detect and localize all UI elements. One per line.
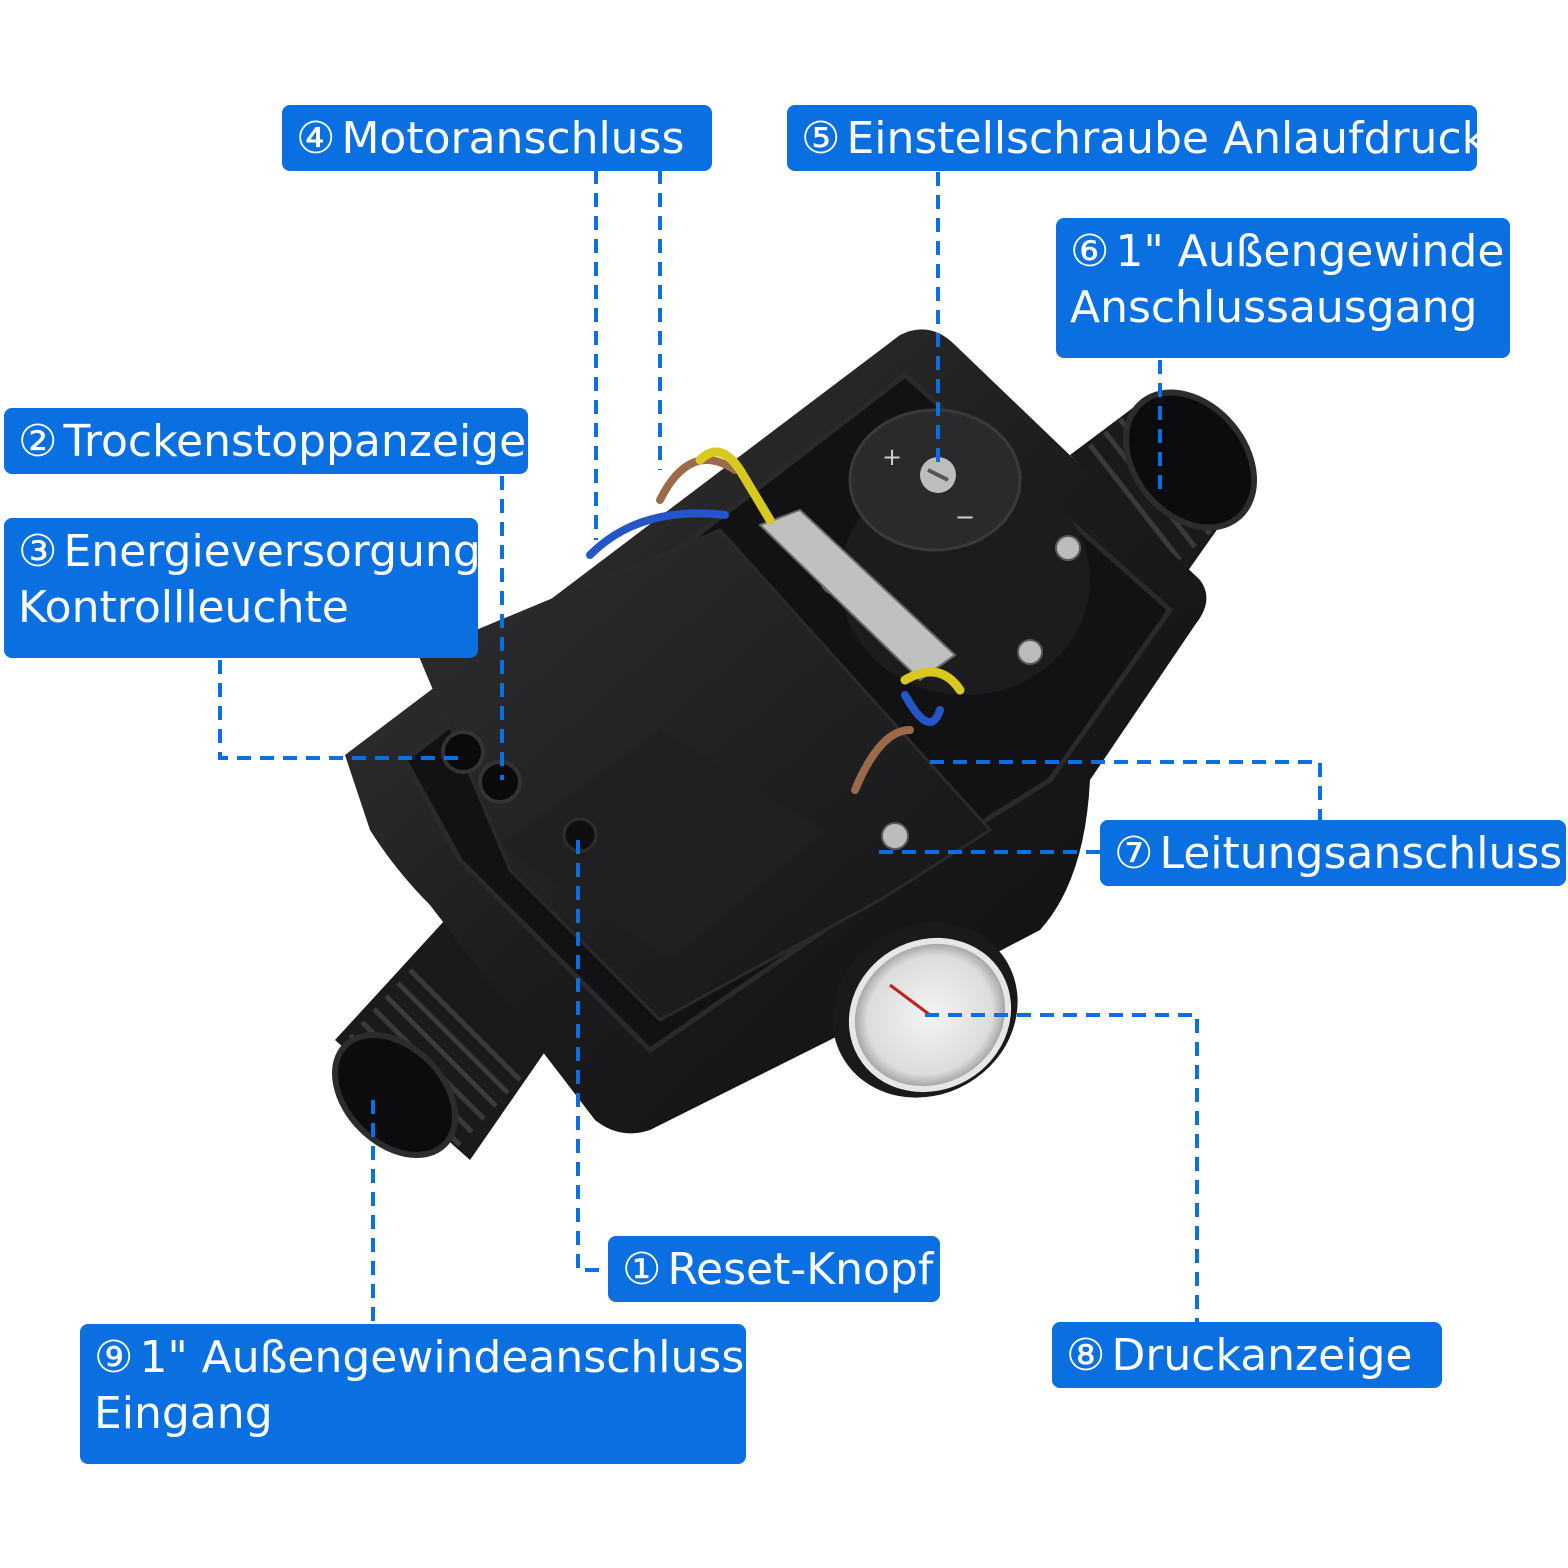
callout-number: ⑨ <box>94 1332 134 1383</box>
svg-text:−: − <box>955 503 975 531</box>
callout-text: Reset-Knopf <box>667 1244 934 1295</box>
callout-text-line2: Eingang <box>94 1388 273 1439</box>
callout-number: ③ <box>18 526 58 577</box>
callout-text: Leitungsanschluss <box>1159 828 1563 879</box>
callout-text: Einstellschraube Anlaufdruck <box>846 113 1477 164</box>
callout-number: ④ <box>296 113 336 164</box>
indicator-lights <box>441 730 522 804</box>
callout-text-line1: Energieversorgung <box>63 526 478 577</box>
callout-text: Druckanzeige <box>1111 1330 1413 1381</box>
callout-text-line1: 1" Außengewindeanschluss <box>139 1332 745 1383</box>
callout-text-line1: 1" Außengewinde <box>1115 226 1505 277</box>
callout-number: ⑥ <box>1070 226 1110 277</box>
callout-number: ① <box>622 1244 662 1295</box>
callout-text-line2: Anschlussausgang <box>1070 282 1478 333</box>
connector-plate <box>758 508 957 682</box>
callout-text: Motoranschluss <box>341 113 685 164</box>
callout-number: ⑦ <box>1114 828 1154 879</box>
callout-text-line2: Kontrollleuchte <box>18 582 349 633</box>
callout-number: ② <box>18 416 58 467</box>
outlet-thread <box>1070 389 1258 575</box>
leader-lines <box>218 170 1322 1324</box>
callout-number: ⑧ <box>1066 1330 1106 1381</box>
wires <box>586 447 965 794</box>
svg-text:+: + <box>882 443 902 471</box>
callout-number: ⑤ <box>801 113 841 164</box>
callout-text: Trockenstoppanzeige <box>63 416 527 467</box>
